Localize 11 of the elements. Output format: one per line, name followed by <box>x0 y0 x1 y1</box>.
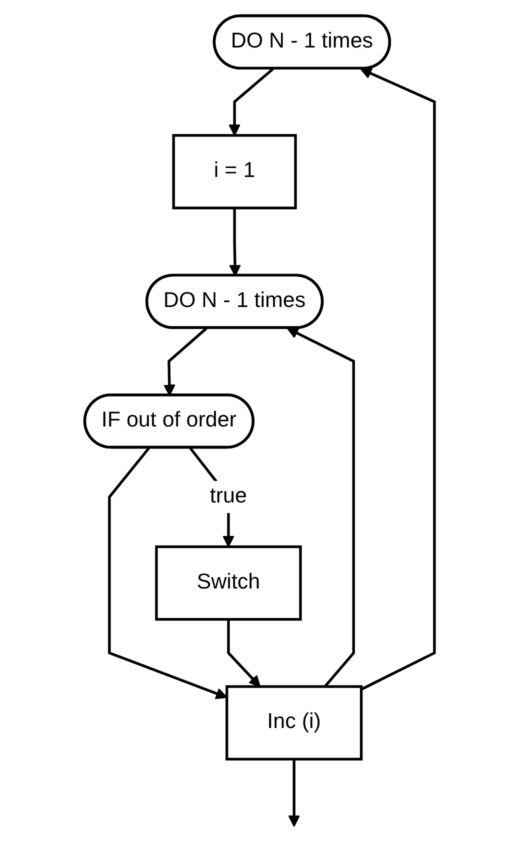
node-box: Switch <box>156 545 302 621</box>
arrow <box>360 68 436 691</box>
arrow <box>230 208 242 276</box>
arrow <box>229 68 274 136</box>
arrow <box>287 328 356 688</box>
node-box: Inc (i) <box>226 685 364 760</box>
edge-label: true <box>210 484 248 508</box>
arrow <box>108 447 228 700</box>
arrow <box>288 759 300 827</box>
arrow <box>228 619 261 688</box>
node-box: i = 1 <box>172 134 298 210</box>
